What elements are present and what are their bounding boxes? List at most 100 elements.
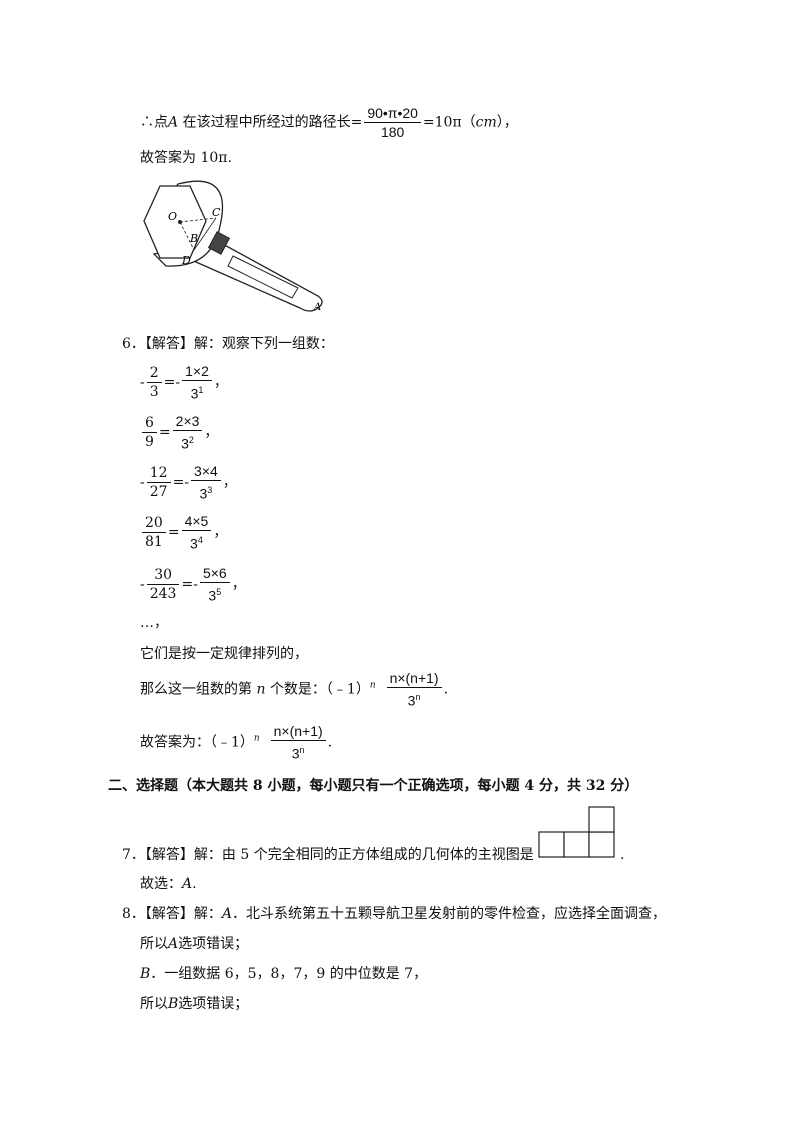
row1-rden: 31 [182,381,212,403]
label-d: D [181,254,191,267]
sol5-frac-den: 180 [380,124,405,140]
q6-rule-text: 它们是按一定规律排列的， [140,646,308,662]
row3-rden-exp: 3 [207,485,213,495]
row3-sign-right: - [184,474,190,491]
q7-text: 7．【解答】解：由 5 个完全相同的正方体组成的几何体的主视图是 [122,844,534,866]
row5-rden-exp: 5 [216,587,222,597]
q8-line1: 8．【解答】解：A．北斗系统第五十五颗导航卫星发射前的零件检查，应选择全面调查， [122,903,666,925]
row5-num: 30 [146,566,180,585]
row4-rnum: 4×5 [181,512,212,531]
q7-choice-prefix: 故选： [140,876,182,892]
nth-period: . [443,681,449,698]
nth-den: 3n [387,688,442,710]
nth-den-base: 3 [407,692,416,709]
label-a: A [313,302,321,313]
label-b: B [189,232,198,245]
q8-line2-text: 选项错误； [178,936,249,952]
row2-num: 6 [142,414,157,433]
row4-tail: ， [213,524,228,541]
q8-line4: 所以B选项错误； [140,993,248,1015]
q8-line1-text: ．北斗系统第五十五颗导航卫星发射前的零件检查，应选择全面调查， [232,906,667,922]
label-c: C [212,206,221,219]
row5-rden: 35 [200,583,230,605]
row5-rden-base: 3 [208,587,217,604]
row5-rnum: 5×6 [199,564,230,583]
answer-den-exp: n [299,745,305,755]
row1-tail: ， [213,374,228,391]
row4-den: 81 [145,533,163,550]
row2-rden-base: 3 [181,435,189,452]
q8-line4-opt: B [168,996,179,1012]
sol5-frac-num: 90•π•20 [364,104,421,123]
front-view-diagram [538,806,615,858]
row1-sign-right: - [175,374,181,391]
answer-fraction: n×(n+1) 3n [270,722,326,763]
nth-fraction: n×(n+1)3n [386,669,442,710]
q8-line4-prefix: 所以 [140,996,168,1012]
row1-rnum: 1×2 [182,362,212,381]
q8-line1-opt: A [221,906,233,922]
row2-rfrac: 2×3 32 [172,412,203,453]
q7-choice-end: . [192,876,197,892]
row2-tail: ， [204,424,219,441]
nth-den-exp: n [415,692,421,702]
q7-choice: 故选：A. [140,873,197,895]
sol5-point-a: A [168,114,179,131]
nth-suffix: 个数是：（﹣1） [269,681,370,698]
answer-period: . [327,734,333,751]
q7-text-body: 7．【解答】解：由 5 个完全相同的正方体组成的几何体的主视图是 [122,847,534,863]
wrench-diagram: O C B D A [143,180,323,313]
row1-rden-exp: 1 [198,385,204,395]
row5-sign-right: - [193,576,198,593]
answer-den-base: 3 [291,745,300,762]
q8-line3-text: ．一组数据 6，5，8，7，9 的中位数是 7， [150,966,428,982]
wrench-figure: O C B D A [138,176,338,318]
row4-rden-exp: 4 [197,535,203,545]
row3-tail: ， [222,474,237,491]
section2-title: 二、选择题（本大题共 8 小题，每小题只有一个正确选项，每小题 4 分，共 32… [108,778,639,794]
q8-line3: B．一组数据 6，5，8，7，9 的中位数是 7， [140,963,427,985]
row2-den: 9 [145,433,154,450]
row3-num: 12 [146,464,171,483]
sol5-prefix: ∴点 [140,114,168,131]
row3-rden: 33 [191,481,221,503]
q8-line2-prefix: 所以 [140,936,168,952]
q8-line2-opt: A [168,936,179,952]
row5-den: 243 [149,585,177,602]
label-o: O [168,210,177,223]
nth-exp: n [369,680,376,691]
row4-rden: 34 [182,531,212,553]
q6-ellipsis: …， [140,615,168,631]
q6-answer-line: 故答案为：（﹣1）n n×(n+1)3n. [140,722,332,763]
row4-num: 20 [142,514,166,533]
q7-front-view [538,806,618,862]
sol5-result-end: ）， [496,114,518,131]
nth-num: n×(n+1) [386,669,442,688]
row1-num: 2 [146,364,162,383]
sol5-result: =10π（ [422,114,476,131]
row3-den: 27 [149,483,168,500]
sol5-middle: 在该过程中所经过的路径长= [182,114,363,131]
q7-period: . [620,847,625,863]
row1-rden-base: 3 [190,385,199,402]
q6-heading: 6．【解答】解：观察下列一组数： [122,336,334,352]
q8-line1-prefix: 8．【解答】解： [122,906,222,922]
answer-exp: n [253,733,260,744]
row2-rden-exp: 2 [188,435,194,445]
q8-line3-opt: B [140,966,151,982]
row2-rnum: 2×3 [172,412,203,431]
answer-num: n×(n+1) [270,722,326,741]
q8-line4-text: 选项错误； [178,996,249,1012]
